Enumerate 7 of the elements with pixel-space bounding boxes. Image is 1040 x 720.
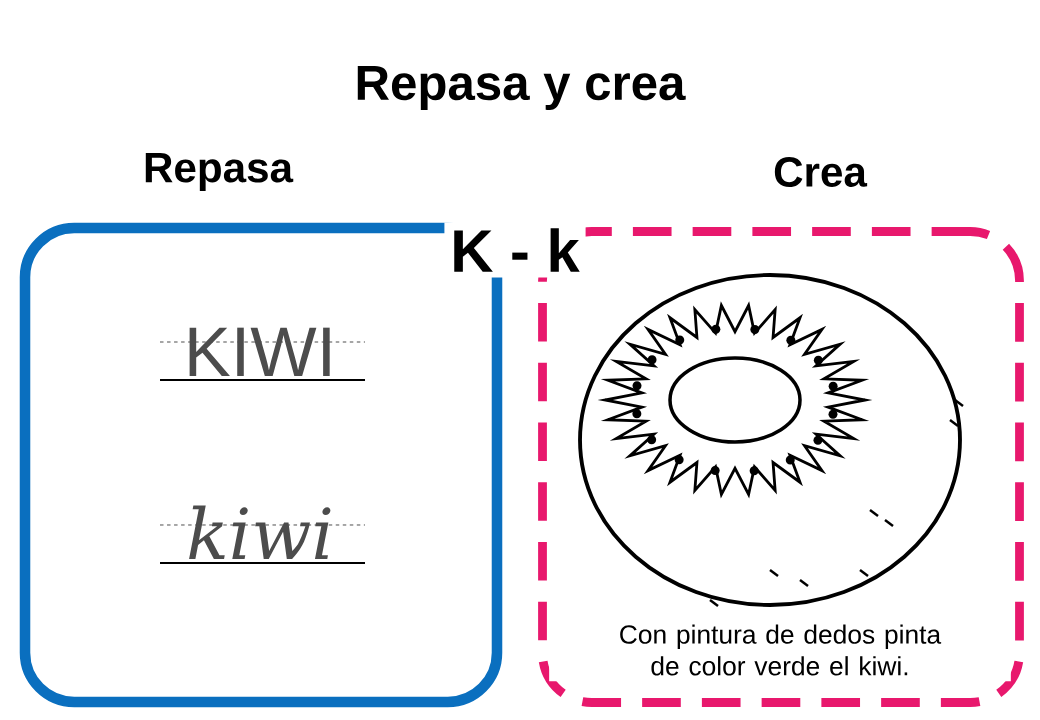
tracing-word: kiwi	[189, 505, 331, 559]
letter-label: K - k	[444, 222, 586, 278]
heading: Crea	[774, 157, 868, 187]
heading: Repasa	[145, 153, 294, 191]
title: Repasa y crea	[357, 66, 686, 110]
instruction-text: Con pintura de dedos pinta de color verde el kiwi.	[549, 618, 1011, 682]
tracing-word: KIWI	[189, 327, 330, 376]
